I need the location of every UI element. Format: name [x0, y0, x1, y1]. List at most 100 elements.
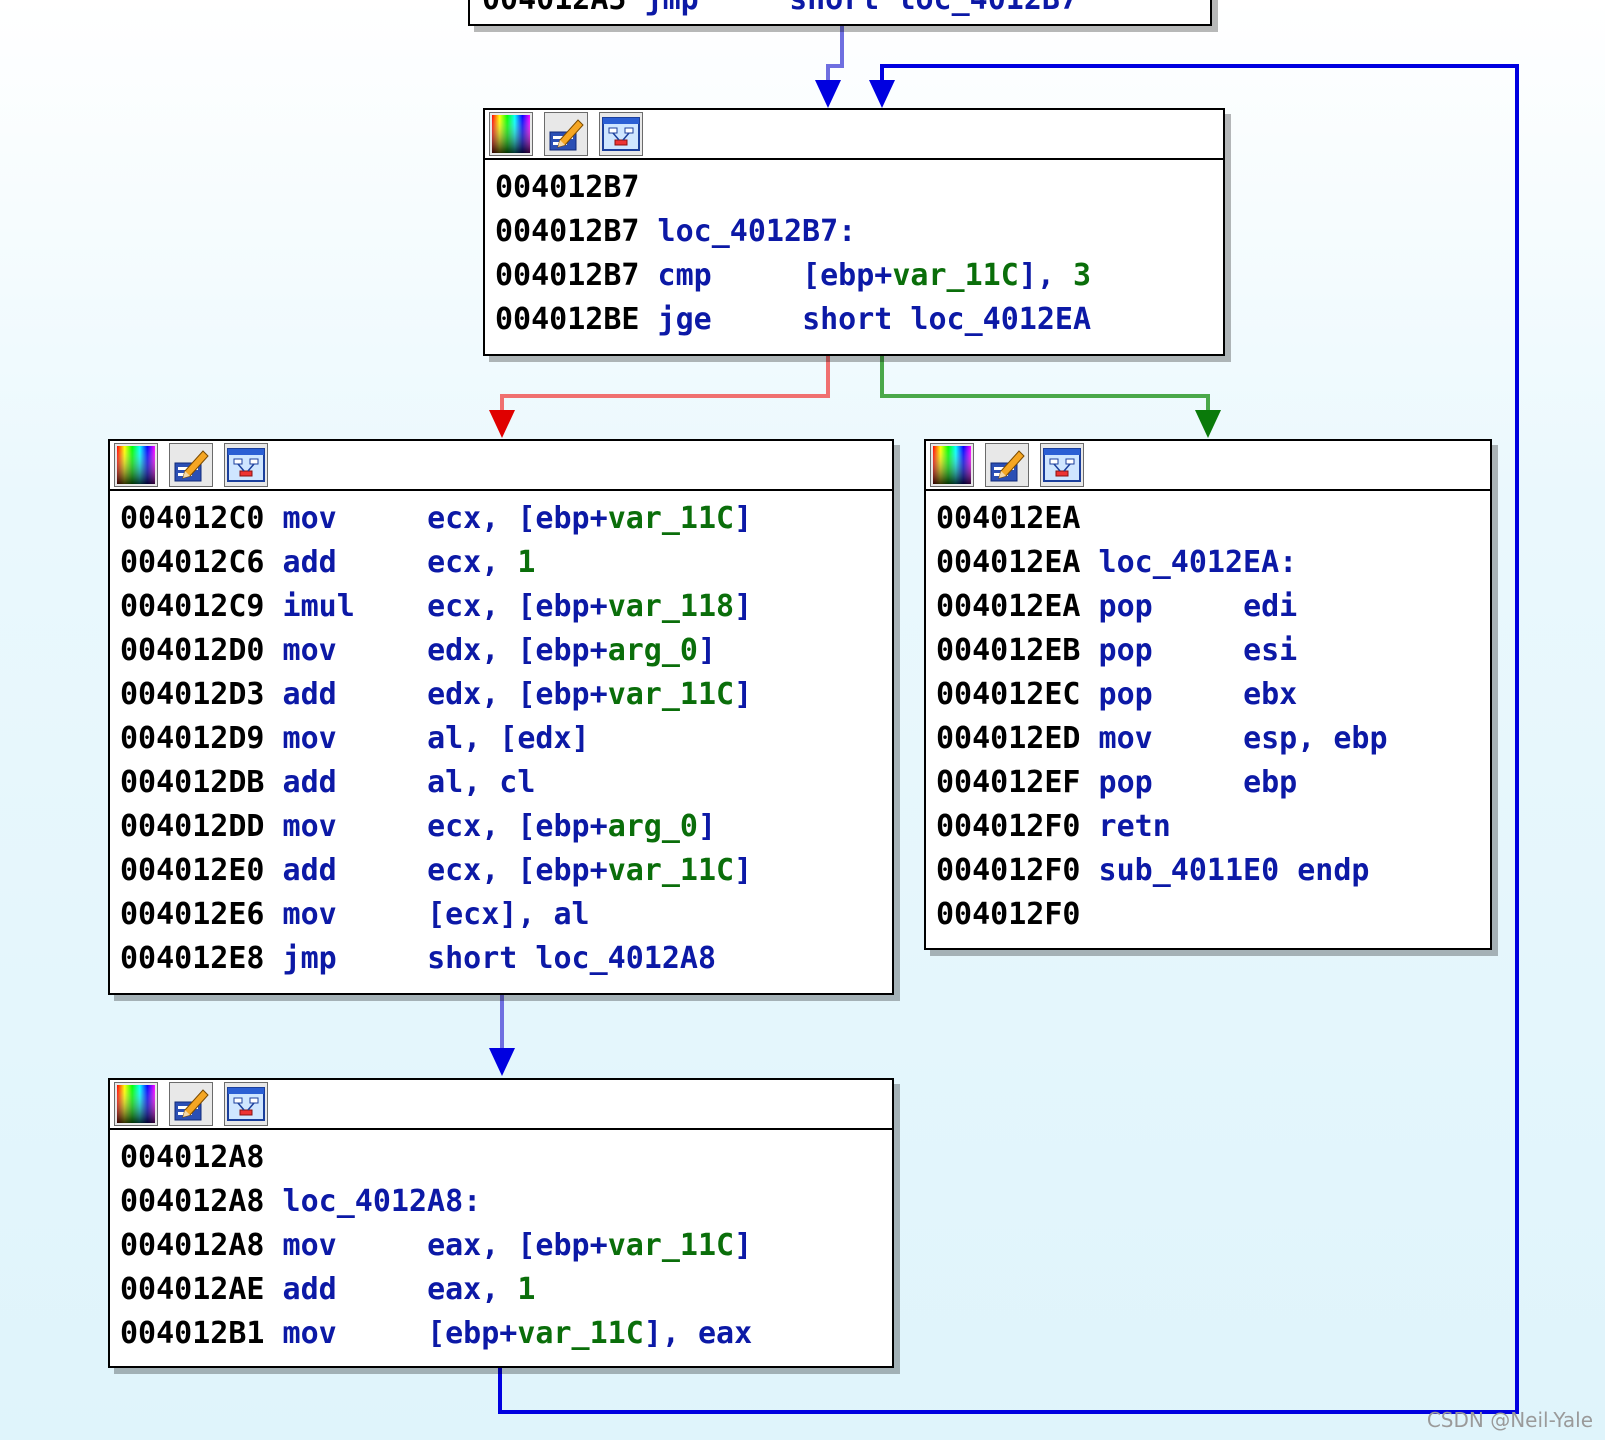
color-palette-icon[interactable] [930, 443, 974, 487]
code-token: pop [1080, 765, 1244, 800]
edge-entry-arrow [815, 80, 841, 108]
code-token: 1 [517, 1272, 536, 1307]
rename-pencil-icon[interactable] [544, 112, 588, 156]
graph-view-icon[interactable] [1040, 443, 1084, 487]
block-toolbar [110, 1080, 892, 1130]
code-line[interactable]: 004012A8 mov eax, [ebp+var_11C] [120, 1224, 892, 1268]
code-line[interactable]: 004012EA [936, 497, 1490, 541]
edge-loop-back[interactable] [498, 64, 1519, 1414]
code-line[interactable]: 004012D3 add edx, [ebp+var_11C] [120, 673, 892, 717]
code-token: sub_4011E0 endp [1080, 853, 1370, 888]
code-line[interactable]: 004012EA loc_4012EA: [936, 541, 1490, 585]
code-token: loc_4012A8: [264, 1184, 482, 1219]
code-line[interactable]: 004012DD mov ecx, [ebp+arg_0] [120, 805, 892, 849]
code-address: 004012F0 [936, 809, 1081, 844]
code-line[interactable]: 004012F0 sub_4011E0 endp [936, 849, 1490, 893]
code-line[interactable]: 004012EC pop ebx [936, 673, 1490, 717]
code-token: var_11C [517, 1316, 644, 1351]
code-address: 004012A5 [482, 0, 627, 17]
code-token: jmp [264, 941, 428, 976]
code-token: mov [1080, 721, 1244, 756]
block-code: 004012B7 004012B7 loc_4012B7:004012B7 cmp… [485, 160, 1223, 342]
code-line[interactable]: 004012B7 [495, 166, 1223, 210]
code-token: ebp [1243, 765, 1298, 800]
code-block-4012B7[interactable]: 004012B7 004012B7 loc_4012B7:004012B7 cmp… [483, 108, 1225, 356]
code-token: retn [1080, 809, 1171, 844]
code-token: ebx [1243, 677, 1298, 712]
code-line[interactable]: 004012A5 jmp short loc_4012B7 [482, 0, 1078, 22]
code-token: ecx, [ebp+ [427, 853, 608, 888]
code-token: add [264, 1272, 428, 1307]
code-token: ecx, [427, 545, 518, 580]
code-token: edx, [ebp+ [427, 677, 608, 712]
code-line[interactable]: 004012EF pop ebp [936, 761, 1490, 805]
code-token: esi [1243, 633, 1298, 668]
code-address: 004012A8 [120, 1228, 265, 1263]
code-token: ] [698, 809, 717, 844]
edge-true-branch[interactable] [880, 354, 1210, 414]
code-line[interactable]: 004012D0 mov edx, [ebp+arg_0] [120, 629, 892, 673]
color-palette-icon[interactable] [114, 1082, 158, 1126]
code-line[interactable]: 004012F0 retn [936, 805, 1490, 849]
code-token: var_11C [607, 1228, 735, 1263]
code-address: 004012E0 [120, 853, 265, 888]
code-line[interactable]: 004012E0 add ecx, [ebp+var_11C] [120, 849, 892, 893]
code-line[interactable]: 004012C0 mov ecx, [ebp+var_11C] [120, 497, 892, 541]
block-toolbar [926, 441, 1490, 491]
code-line[interactable]: 004012BE jge short loc_4012EA [495, 298, 1223, 342]
code-line[interactable]: 004012A8 [120, 1136, 892, 1180]
code-line[interactable]: 004012DB add al, cl [120, 761, 892, 805]
rename-pencil-icon[interactable] [169, 1082, 213, 1126]
code-token: edx, [ebp+ [427, 633, 608, 668]
code-address: 004012BE [495, 302, 640, 337]
code-line[interactable]: 004012F0 [936, 893, 1490, 937]
code-line[interactable]: 004012B1 mov [ebp+var_11C], eax [120, 1312, 892, 1356]
code-token: 1 [517, 545, 536, 580]
code-line[interactable]: 004012C9 imul ecx, [ebp+var_118] [120, 585, 892, 629]
edge-false-branch[interactable] [500, 354, 830, 414]
code-block-top-partial[interactable]: 004012A5 jmp short loc_4012B7 [468, 0, 1212, 26]
code-address: 004012ED [936, 721, 1081, 756]
rename-pencil-icon[interactable] [169, 443, 213, 487]
edge-entry[interactable] [826, 26, 844, 86]
code-line[interactable]: 004012EA pop edi [936, 585, 1490, 629]
code-address: 004012EA [936, 589, 1081, 624]
color-palette-icon[interactable] [489, 112, 533, 156]
code-line[interactable]: 004012B7 loc_4012B7: [495, 210, 1223, 254]
code-token: add [264, 677, 428, 712]
code-line[interactable]: 004012C6 add ecx, 1 [120, 541, 892, 585]
code-line[interactable]: 004012ED mov esp, ebp [936, 717, 1490, 761]
code-address: 004012D3 [120, 677, 265, 712]
code-address: 004012E6 [120, 897, 265, 932]
code-line[interactable]: 004012E8 jmp short loc_4012A8 [120, 937, 892, 981]
code-mnemonic: jmp [645, 0, 699, 17]
code-line[interactable]: 004012AE add eax, 1 [120, 1268, 892, 1312]
graph-view-icon[interactable] [224, 443, 268, 487]
code-line[interactable]: 004012D9 mov al, [edx] [120, 717, 892, 761]
code-line[interactable]: 004012E6 mov [ecx], al [120, 893, 892, 937]
edge-loop-back-arrow [869, 80, 895, 108]
code-line[interactable]: 004012EB pop esi [936, 629, 1490, 673]
code-block-4012C0[interactable]: 004012C0 mov ecx, [ebp+var_11C]004012C6 … [108, 439, 894, 995]
code-token: 3 [1073, 258, 1092, 293]
code-address: 004012A8 [120, 1140, 265, 1175]
graph-view-icon[interactable] [599, 112, 643, 156]
code-address: 004012F0 [936, 897, 1081, 932]
edge-true-arrow [1195, 410, 1221, 438]
code-token: var_11C [607, 677, 735, 712]
code-line[interactable]: 004012A8 loc_4012A8: [120, 1180, 892, 1224]
code-token: cmp [639, 258, 803, 293]
color-palette-icon[interactable] [114, 443, 158, 487]
code-token: arg_0 [607, 809, 698, 844]
code-token: ] [734, 501, 753, 536]
graph-view-icon[interactable] [224, 1082, 268, 1126]
code-address: 004012B7 [495, 170, 640, 205]
code-token: eax, [427, 1272, 518, 1307]
code-line[interactable]: 004012B7 cmp [ebp+var_11C], 3 [495, 254, 1223, 298]
rename-pencil-icon[interactable] [985, 443, 1029, 487]
code-address: 004012EB [936, 633, 1081, 668]
